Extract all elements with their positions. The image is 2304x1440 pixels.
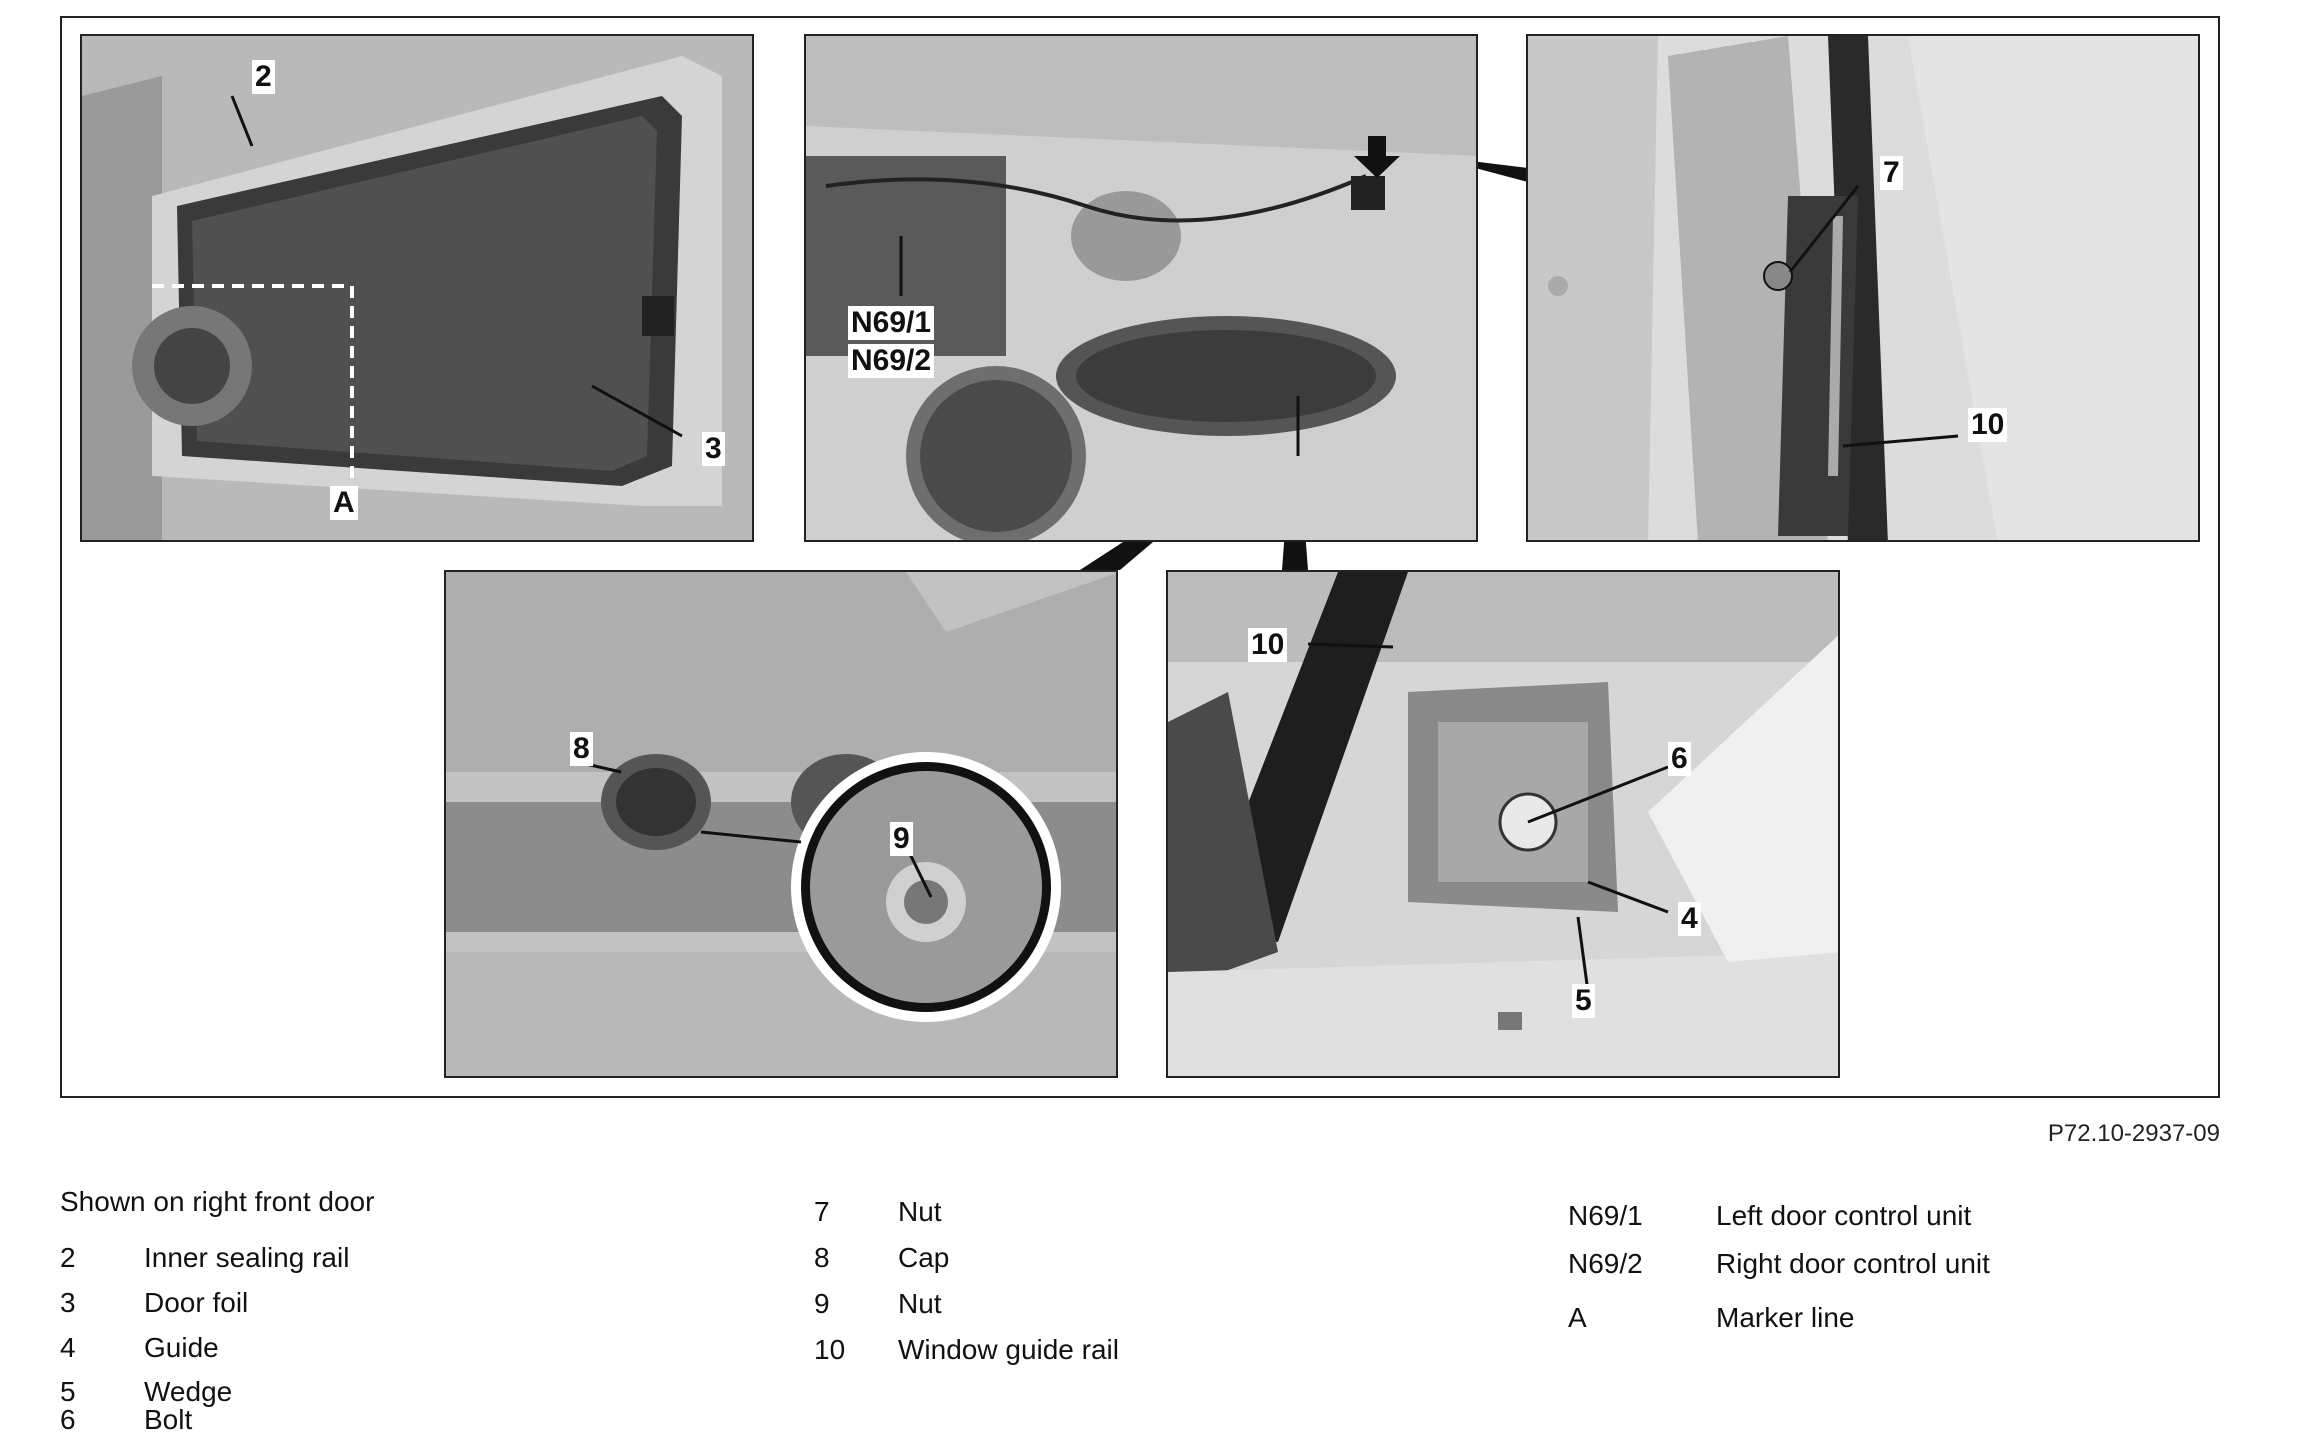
legend-desc: Marker line [1716,1302,1855,1333]
legend-desc: Right door control unit [1716,1248,1990,1279]
legend-key: 2 [60,1242,76,1273]
callout-4: 4 [1678,902,1701,936]
callout-7: 7 [1880,156,1903,190]
legend-key: N69/1 [1568,1200,1643,1231]
callout-3: 3 [702,432,725,466]
photo-door-foil: 2 3 A [80,34,754,542]
legend-desc: Cap [898,1242,950,1273]
callout-a: A [330,486,358,520]
callout-10: 10 [1968,408,2008,442]
legend-heading: Shown on right front door [60,1186,375,1217]
legend-key: 7 [814,1196,830,1227]
callout-6: 6 [1668,742,1691,776]
legend-key: 5 [60,1376,76,1407]
legend-key: A [1568,1302,1587,1333]
callout-10-rail: 10 [1248,628,1288,662]
legend-desc: Left door control unit [1716,1200,1972,1231]
legend-desc: Guide [144,1332,219,1363]
figure-code: P72.10-2937-09 [2047,1120,2220,1147]
legend-key: 3 [60,1287,76,1318]
callout-9: 9 [890,822,913,856]
callout-n69-2: N69/2 [848,344,935,378]
callout-n69-1: N69/1 [848,306,935,340]
legend-desc: Door foil [144,1287,249,1318]
photo-cap-nut: 8 9 [444,570,1118,1078]
legend-desc: Nut [898,1196,942,1227]
callout-2: 2 [252,60,275,94]
legend-desc: Bolt [144,1404,193,1435]
callout-8: 8 [570,732,593,766]
legend-desc: Window guide rail [898,1334,1119,1365]
photo-guide-rail-nut: 7 10 [1526,34,2200,542]
photo-guide-wedge-bolt: 10 6 4 5 [1166,570,1840,1078]
legend-key: 4 [60,1332,76,1363]
legend-key: 9 [814,1288,830,1319]
legend-key: 8 [814,1242,830,1273]
legend-key: N69/2 [1568,1248,1643,1279]
legend-key: 10 [814,1334,846,1365]
legend-desc: Nut [898,1288,942,1319]
legend-desc: Inner sealing rail [144,1242,350,1273]
legend-desc: Wedge [144,1376,233,1407]
photo-door-inner: N69/1 N69/2 [804,34,1478,542]
legend-key: 6 [60,1404,76,1435]
callout-5: 5 [1572,984,1595,1018]
